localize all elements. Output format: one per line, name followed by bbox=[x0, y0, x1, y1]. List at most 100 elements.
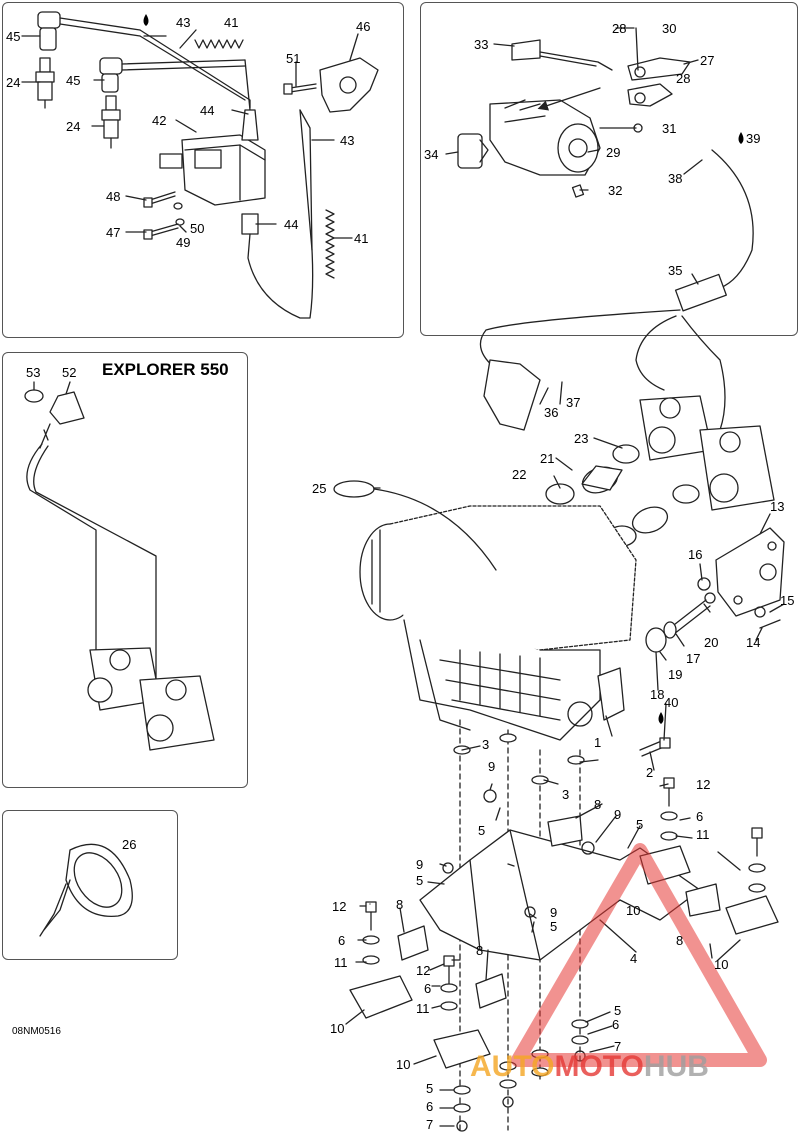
spark-plug-cap-icon bbox=[37, 11, 141, 51]
watermark-hub: HUB bbox=[643, 1050, 709, 1083]
callout-c21: 21 bbox=[540, 451, 555, 466]
callout-c15: 15 bbox=[780, 593, 795, 608]
spark-plug-cap-icon bbox=[99, 57, 246, 93]
intake-boot-icon bbox=[545, 444, 700, 547]
callout-c53: 53 bbox=[26, 365, 41, 380]
bolt-icon bbox=[289, 83, 317, 93]
callout-c6b: 6 bbox=[338, 933, 346, 948]
engine-block-icon bbox=[359, 505, 637, 741]
callout-c38: 38 bbox=[668, 171, 683, 186]
spark-plug-icon bbox=[35, 57, 55, 109]
carburetor-icon bbox=[87, 647, 215, 751]
callout-c36: 36 bbox=[544, 405, 559, 420]
callout-c22: 22 bbox=[512, 467, 527, 482]
carburetor-icon bbox=[639, 395, 775, 511]
callout-c33: 33 bbox=[474, 37, 489, 52]
callout-c9a: 9 bbox=[488, 759, 496, 774]
callout-c24b: 24 bbox=[66, 119, 81, 134]
callout-c8a: 8 bbox=[594, 797, 602, 812]
callout-c49: 49 bbox=[176, 235, 191, 250]
watermark-moto: MOTO bbox=[554, 1050, 644, 1083]
callout-c16: 16 bbox=[688, 547, 703, 562]
callout-c14: 14 bbox=[746, 635, 761, 650]
callout-c26: 26 bbox=[122, 837, 137, 852]
callout-c17: 17 bbox=[686, 651, 701, 666]
callout-c45b: 45 bbox=[66, 73, 81, 88]
callout-c24a: 24 bbox=[6, 75, 21, 90]
callout-c9d: 9 bbox=[550, 905, 558, 920]
callout-c6a: 6 bbox=[696, 809, 704, 824]
callout-c11a: 11 bbox=[696, 827, 710, 842]
callout-c9c: 9 bbox=[416, 857, 424, 872]
callout-c4: 4 bbox=[630, 951, 638, 966]
lubricant-drop-icon bbox=[738, 132, 744, 144]
callout-c43a: 43 bbox=[176, 15, 191, 30]
spark-plug-icon bbox=[101, 95, 121, 149]
callout-c48: 48 bbox=[106, 189, 121, 204]
lubricant-drop-icon bbox=[143, 14, 149, 26]
callout-c2: 2 bbox=[646, 765, 654, 780]
watermark-auto: AUTO bbox=[470, 1050, 555, 1083]
callout-c52: 52 bbox=[62, 365, 77, 380]
cable-junction-icon bbox=[674, 273, 727, 312]
callout-c10d: 10 bbox=[396, 1057, 411, 1072]
callout-c3a: 3 bbox=[482, 737, 490, 752]
lubricant-drop-icon bbox=[658, 712, 664, 724]
drive-pulley-tag bbox=[333, 480, 375, 498]
callout-c8b: 8 bbox=[396, 897, 404, 912]
spring-icon bbox=[325, 209, 335, 279]
callout-c41b: 41 bbox=[354, 231, 369, 246]
rubber-mount-icon bbox=[397, 815, 721, 1009]
callout-c8c: 8 bbox=[676, 933, 684, 948]
callout-c11b: 11 bbox=[334, 955, 348, 970]
callout-c46: 46 bbox=[356, 19, 371, 34]
callout-c41a: 41 bbox=[224, 15, 239, 30]
callout-c42: 42 bbox=[152, 113, 167, 128]
throttle-panel bbox=[420, 2, 798, 336]
callout-c6d: 6 bbox=[612, 1017, 620, 1032]
callout-c5e: 5 bbox=[614, 1003, 622, 1018]
callout-c9b: 9 bbox=[614, 807, 622, 822]
callout-c13: 13 bbox=[770, 499, 785, 514]
callout-c28b: 28 bbox=[676, 71, 691, 86]
bracket-icon bbox=[319, 57, 379, 113]
callout-c6e: 6 bbox=[426, 1099, 434, 1114]
callout-c7a: 7 bbox=[614, 1039, 622, 1054]
callout-c5d: 5 bbox=[550, 919, 558, 934]
callout-c51: 51 bbox=[286, 51, 301, 66]
callout-c37: 37 bbox=[566, 395, 581, 410]
callout-c11c: 11 bbox=[416, 1001, 430, 1016]
callout-c35: 35 bbox=[668, 263, 683, 278]
callout-c5f: 5 bbox=[426, 1081, 434, 1096]
callout-c18: 18 bbox=[650, 687, 665, 702]
callout-c10c: 10 bbox=[330, 1021, 345, 1036]
primer-knob-icon bbox=[39, 843, 133, 937]
callout-c19: 19 bbox=[668, 667, 683, 682]
callout-c29: 29 bbox=[606, 145, 621, 160]
callout-c30: 30 bbox=[662, 21, 677, 36]
callout-c45a: 45 bbox=[6, 29, 21, 44]
callout-c47: 47 bbox=[106, 225, 121, 240]
spring-icon bbox=[194, 39, 244, 49]
callout-c27: 27 bbox=[700, 53, 715, 68]
callout-c12c: 12 bbox=[416, 963, 431, 978]
callout-c5b: 5 bbox=[636, 817, 644, 832]
callout-c7b: 7 bbox=[426, 1117, 434, 1132]
figure-code: 08NM0516 bbox=[12, 1026, 61, 1037]
callout-c40: 40 bbox=[664, 695, 679, 710]
callout-c44b: 44 bbox=[284, 217, 299, 232]
callout-c1: 1 bbox=[594, 735, 602, 750]
throttle-housing-icon bbox=[489, 99, 601, 176]
callout-c10b: 10 bbox=[714, 957, 729, 972]
callout-c3b: 3 bbox=[562, 787, 570, 802]
callout-c23: 23 bbox=[574, 431, 589, 446]
throttle-valve-icon bbox=[49, 391, 85, 425]
callout-c8d: 8 bbox=[476, 943, 484, 958]
watermark-text: AUTOMOTOHUB bbox=[470, 1050, 709, 1084]
callout-c10a: 10 bbox=[626, 903, 641, 918]
callout-c5a: 5 bbox=[478, 823, 486, 838]
callout-c44a: 44 bbox=[200, 103, 215, 118]
switch-icon bbox=[511, 39, 541, 61]
callout-c12a: 12 bbox=[696, 777, 711, 792]
